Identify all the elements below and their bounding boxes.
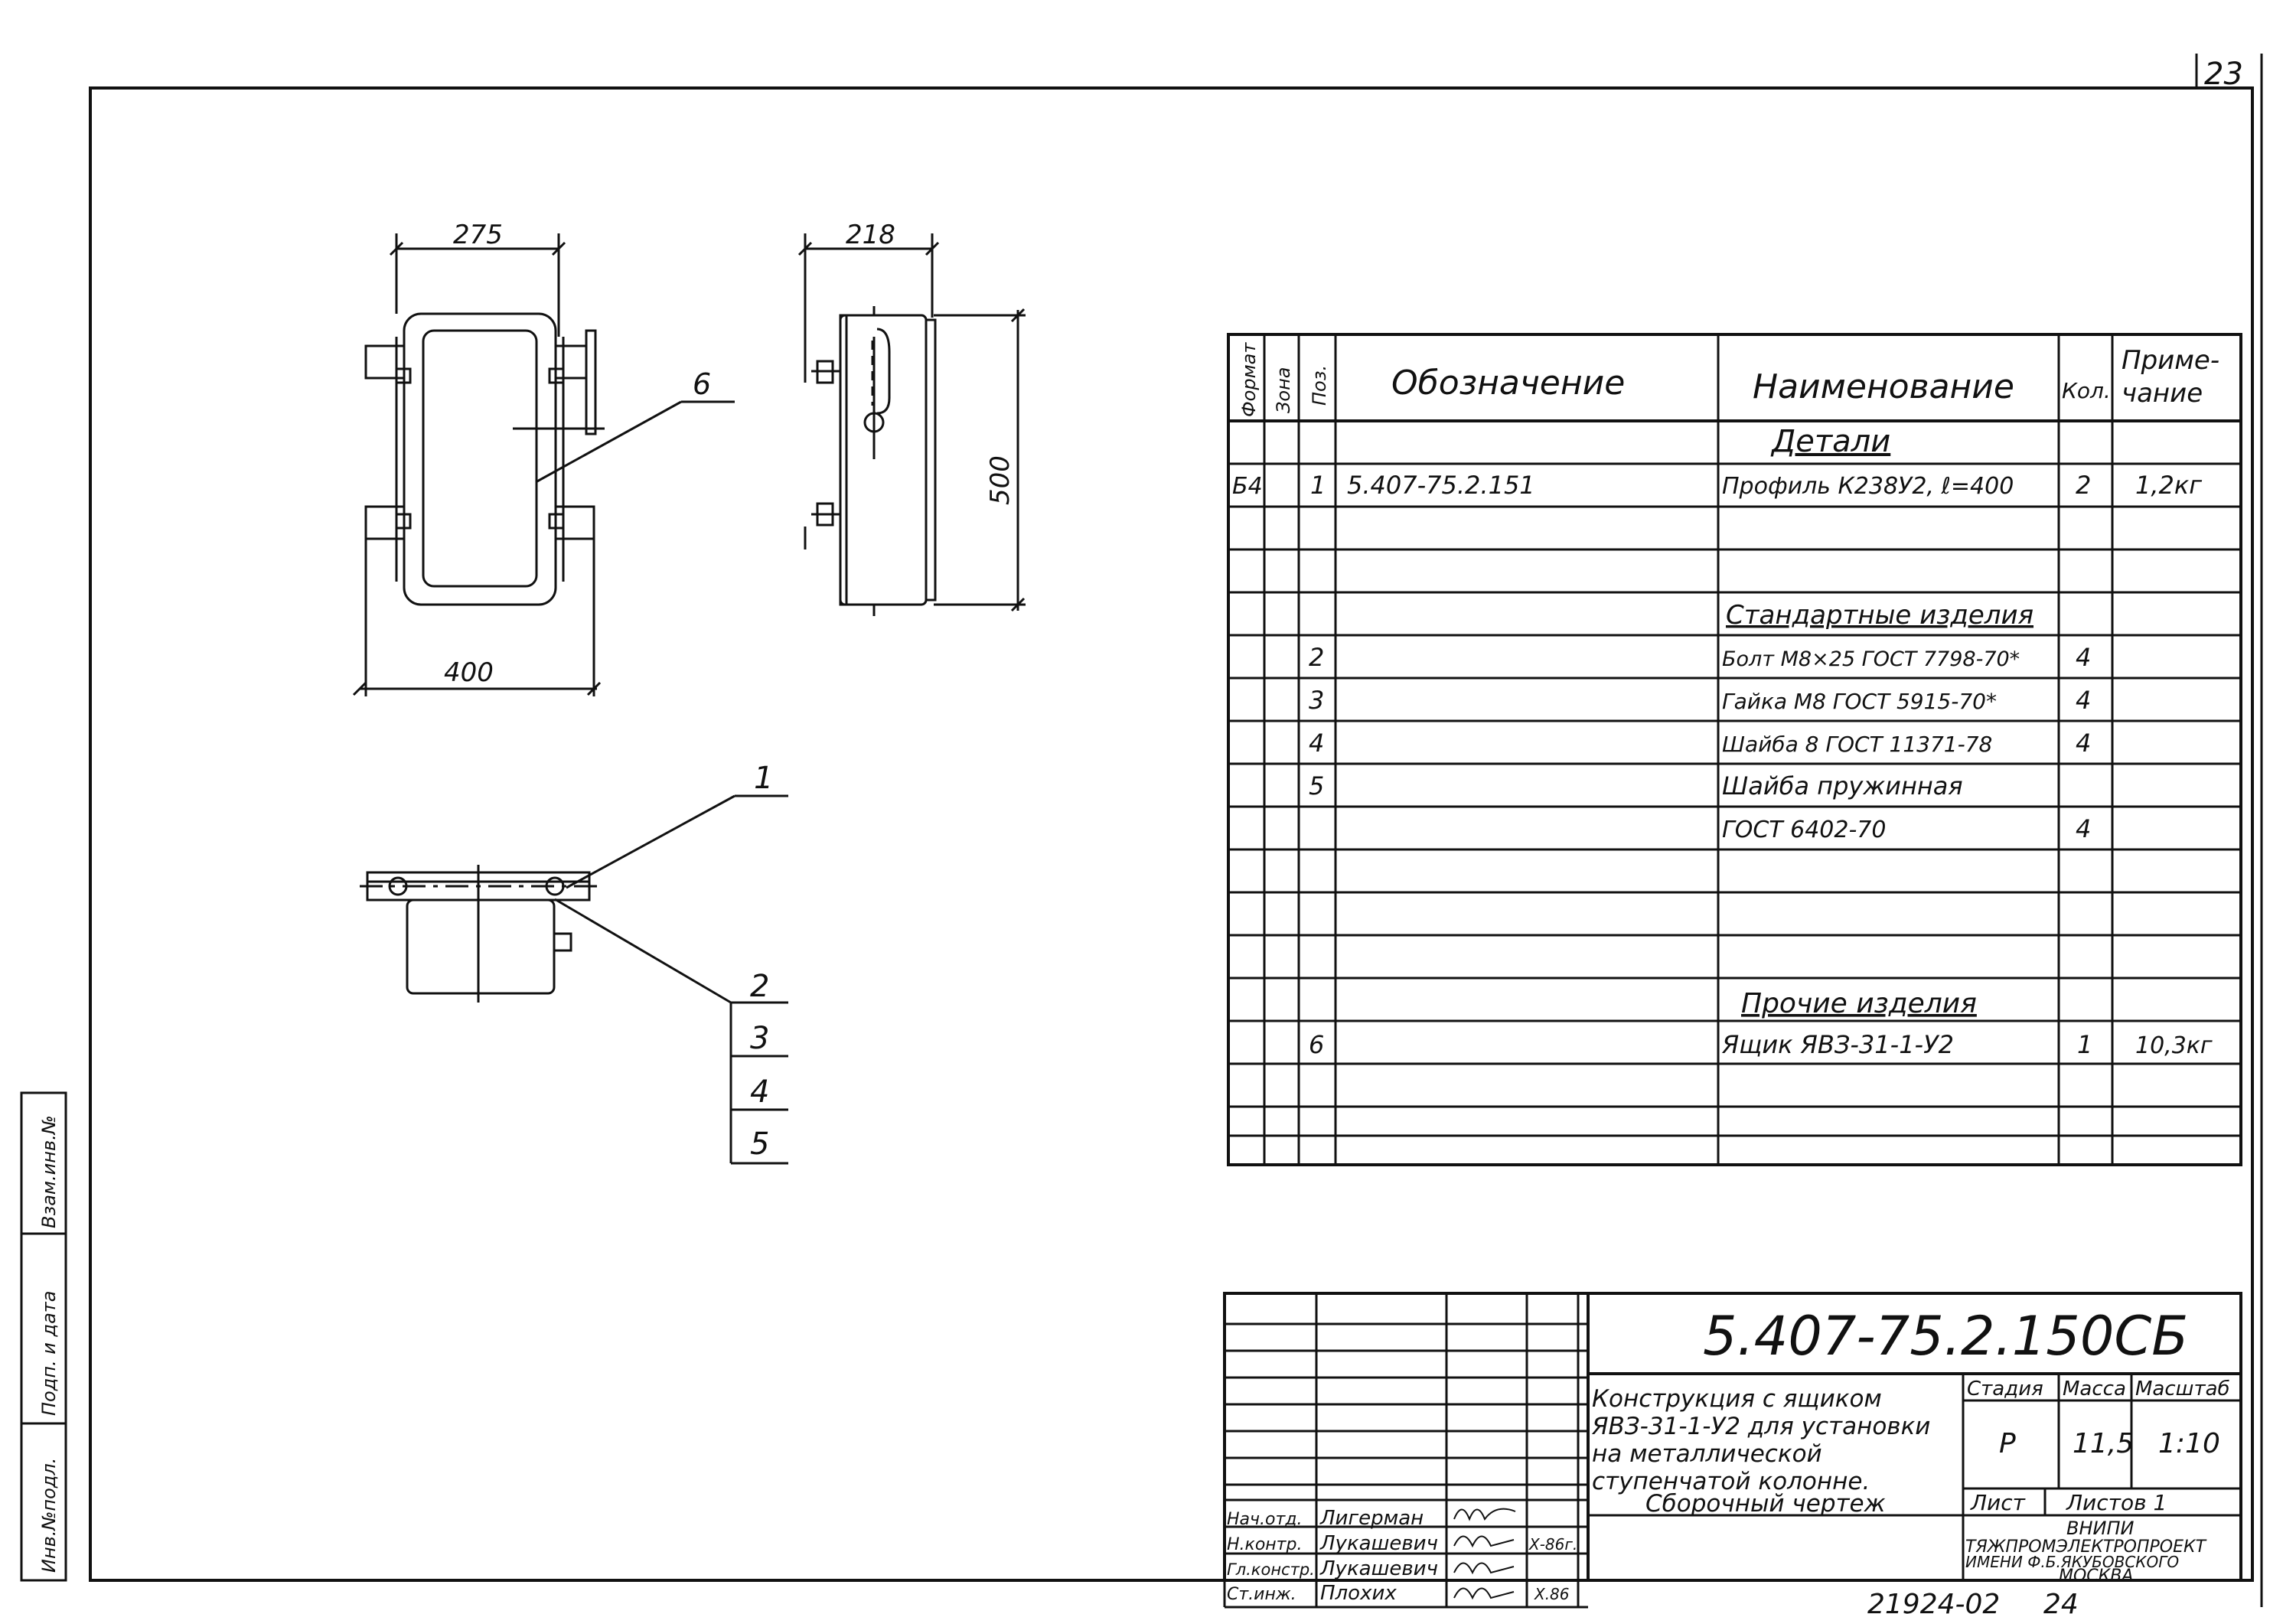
row-spring-washer-gost: ГОСТ 6402-70	[1722, 817, 1886, 843]
staff-role-4: Ст.инж.	[1227, 1585, 1296, 1604]
sheets-label: Листов 1	[2066, 1490, 2167, 1515]
signature-3	[1453, 1562, 1515, 1575]
row-spring-washer-qty: 4	[2076, 814, 2091, 843]
staff-name-3: Лукашевич	[1319, 1557, 1438, 1580]
callout-1: 1	[754, 761, 773, 796]
staff-role-2: Н.контр.	[1227, 1535, 1302, 1554]
row-box-pos: 6	[1309, 1030, 1324, 1059]
signature-4	[1453, 1587, 1515, 1600]
staff-name-1: Лигерман	[1319, 1507, 1424, 1530]
header-qty: Кол.	[2062, 378, 2111, 403]
callout-3: 3	[750, 1021, 769, 1056]
header-format: Формат	[1238, 342, 1260, 417]
callout-5: 5	[750, 1127, 769, 1162]
archive-page: 24	[2043, 1589, 2079, 1614]
dim-275: 275	[453, 220, 503, 250]
dim-500: 500	[985, 455, 1016, 505]
header-name: Наименование	[1753, 367, 2014, 406]
staff-date-4: Х.86	[1534, 1585, 1570, 1603]
org-line-1: ВНИПИ	[2066, 1518, 2135, 1539]
mass-label: Масса	[2063, 1378, 2126, 1400]
desc-line-1: Конструкция с ящиком	[1592, 1385, 1882, 1413]
row-bolt-name: Болт М8×25 ГОСТ 7798-70*	[1722, 647, 2020, 671]
side-view	[797, 233, 1026, 616]
row-spring-washer-pos: 5	[1309, 771, 1324, 800]
desc-line-4: ступенчатой колонне.	[1592, 1468, 1870, 1495]
mass-value: 11,5	[2073, 1428, 2134, 1459]
doc-number: 5.407-75.2.150СБ	[1703, 1305, 2188, 1368]
org-line-3: ИМЕНИ Ф.Б.ЯКУБОВСКОГО	[1965, 1553, 2179, 1571]
dim-400: 400	[444, 657, 494, 688]
row-washer-pos: 4	[1309, 729, 1324, 758]
signature-1	[1453, 1508, 1516, 1521]
desc-line-2: ЯВЗ-31-1-У2 для установки	[1591, 1413, 1930, 1440]
staff-date-2: Х-86г.	[1528, 1535, 1577, 1554]
row-washer-qty: 4	[2076, 729, 2091, 758]
desc-line-5: Сборочный чертеж	[1645, 1490, 1886, 1518]
desc-line-3: на металлической	[1592, 1440, 1822, 1468]
section-standard: Стандартные изделия	[1726, 600, 2033, 631]
section-details: Детали	[1770, 424, 1890, 459]
scale-label: Масштаб	[2135, 1378, 2230, 1400]
row-nut-name: Гайка М8 ГОСТ 5915-70*	[1722, 689, 1997, 714]
row-bolt-qty: 4	[2076, 643, 2091, 672]
front-view	[352, 233, 735, 696]
section-other: Прочие изделия	[1741, 988, 1977, 1019]
stage-label: Стадия	[1967, 1378, 2043, 1400]
row-nut-pos: 3	[1309, 686, 1324, 715]
callout-6: 6	[693, 367, 711, 401]
header-designation: Обозначение	[1391, 364, 1625, 403]
header-zone: Зона	[1273, 367, 1294, 413]
title-block-grid	[1223, 1292, 2242, 1582]
strip-inv-original: Инв.№подл.	[38, 1458, 60, 1573]
header-pos: Поз.	[1309, 365, 1330, 406]
scale-value: 1:10	[2158, 1428, 2220, 1459]
spec-table-grid	[1227, 333, 2242, 1166]
row-profile-note: 1,2кг	[2135, 471, 2202, 500]
staff-name-4: Плохих	[1320, 1582, 1397, 1605]
staff-name-2: Лукашевич	[1319, 1532, 1438, 1555]
org-line-4: МОСКВА	[2059, 1567, 2133, 1586]
row-profile-designation: 5.407-75.2.151	[1347, 471, 1535, 500]
strip-sign-date: Подп. и дата	[38, 1291, 60, 1417]
callout-2: 2	[750, 969, 769, 1004]
bottom-view	[360, 794, 788, 1165]
sheet-label: Лист	[1970, 1490, 2026, 1515]
row-bolt-pos: 2	[1309, 643, 1324, 672]
header-note-1: Приме-	[2122, 345, 2219, 376]
row-profile-name: Профиль К238У2, ℓ=400	[1722, 473, 2014, 500]
sheet-frame	[89, 86, 2254, 1582]
strip-replace-inv: Взам.инв.№	[38, 1115, 60, 1228]
row-profile-qty: 2	[2076, 471, 2091, 500]
row-box-qty: 1	[2077, 1030, 2092, 1059]
callout-4: 4	[750, 1074, 769, 1110]
signature-2	[1453, 1535, 1515, 1548]
org-line-2: ТЯЖПРОМЭЛЕКТРОПРОЕКТ	[1965, 1537, 2207, 1557]
staff-role-3: Гл.констр.	[1227, 1560, 1315, 1579]
stage-value: Р	[1999, 1428, 2016, 1459]
row-profile-format: Б4	[1232, 473, 1263, 500]
row-box-name: Ящик ЯВЗ-31-1-У2	[1721, 1030, 1954, 1059]
row-box-note: 10,3кг	[2135, 1032, 2213, 1059]
dim-218: 218	[846, 220, 895, 250]
row-spring-washer-name: Шайба пружинная	[1722, 771, 1963, 800]
archive-number: 21924-02	[1867, 1589, 2000, 1614]
header-note-2: чание	[2122, 378, 2203, 409]
row-nut-qty: 4	[2076, 686, 2091, 715]
staff-role-1: Нач.отд.	[1227, 1510, 1303, 1529]
row-profile-pos: 1	[1310, 471, 1326, 500]
row-washer-name: Шайба 8 ГОСТ 11371-78	[1722, 732, 1992, 757]
sheet-corner-number: 23	[2204, 57, 2243, 92]
